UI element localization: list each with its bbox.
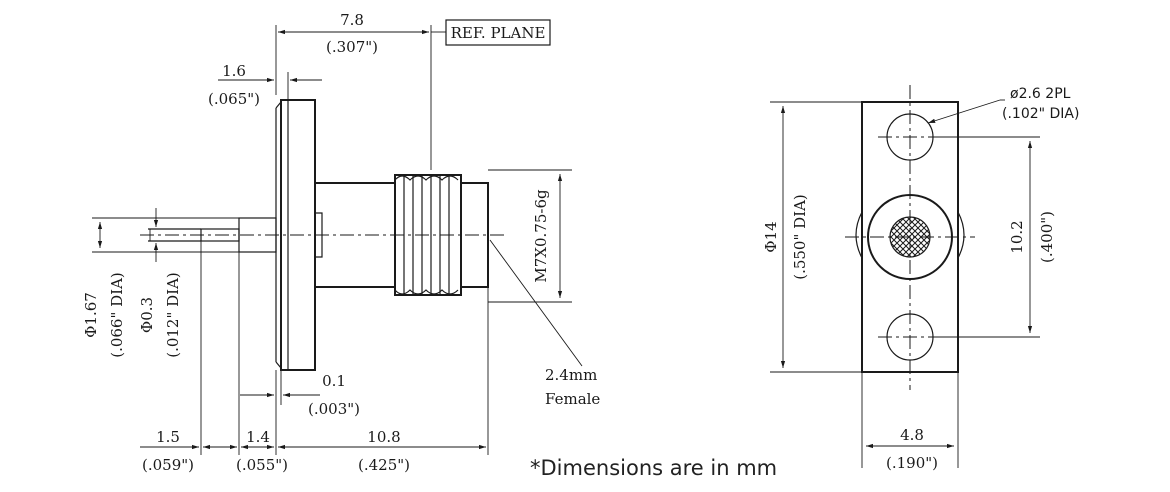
ref-plane-label: REF. PLANE [451,24,546,42]
dim-tab-dia-mm: Φ0.3 [138,297,156,333]
ref-plane-box [445,19,551,46]
dim-tab-dia-inch: (.012" DIA) [164,272,182,358]
dim-gap-mm: 0.1 [322,372,346,390]
dim-flange-width-mm: 4.8 [900,426,924,444]
dim-hole-dia-inch: (.102" DIA) [1002,106,1079,122]
side-view: 7.8 (.307") REF. PLANE 1.6 (.065") Φ1.67… [82,11,600,474]
thread-spec: M7X0.75-6g [532,189,550,283]
dim-body-len-inch: (.425") [358,456,410,474]
dim-gap-inch: (.003") [308,400,360,418]
connector-size: 2.4mm [545,366,597,384]
dim-hole-spacing-inch: (.400") [1038,211,1056,263]
dim-overall-mm: 7.8 [340,11,364,29]
dim-flange-width-inch: (.190") [886,454,938,472]
dim-flange-thk-inch: (.065") [208,90,260,108]
dim-body-len-mm: 10.8 [367,428,400,446]
dim-hole-dia-mm: ø2.6 2PL [1010,86,1071,102]
connector-gender: Female [545,390,600,408]
front-view: Φ14 (.550" DIA) 10.2 (.400") ø2.6 2PL (.… [762,85,1079,472]
dim-overall-inch: (.307") [326,38,378,56]
dim-pin-len-inch: (.059") [142,456,194,474]
dim-hole-spacing-mm: 10.2 [1008,220,1026,253]
dim-pin-dia-inch: (.066" DIA) [108,272,126,358]
dim-flange-dia-mm: Φ14 [762,221,780,252]
dim-flange-dia-inch: (.550" DIA) [791,194,809,280]
dim-pin-dia-mm: Φ1.67 [82,292,100,338]
dim-pin-len-mm: 1.5 [156,428,180,446]
units-note: *Dimensions are in mm [530,456,777,480]
dim-flange-thk-mm: 1.6 [222,62,246,80]
dim-collar-len-mm: 1.4 [246,428,270,446]
dim-collar-len-inch: (.055") [236,456,288,474]
